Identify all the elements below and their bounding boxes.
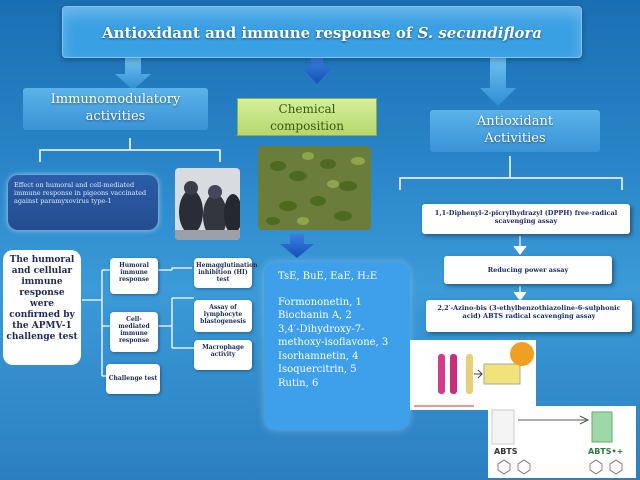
immune-summary-text: The humoral and cellular immune response… xyxy=(6,255,78,342)
tree-main xyxy=(82,269,110,377)
abts-label: 2,2′-Azino-bis (3-ethylbenzothiazoline-6… xyxy=(437,304,621,320)
reducing-label: Reducing power assay xyxy=(487,266,569,274)
arrow-title-immuno xyxy=(115,58,151,90)
bracket-anti xyxy=(399,156,623,190)
challenge-label: Challenge test xyxy=(108,375,158,382)
header-chem-line1: Chemical xyxy=(278,102,336,116)
immune-summary-box: The humoral and cellular immune response… xyxy=(3,250,81,365)
dpph-label: 1,1-Diphenyl-2-picrylhydrazyl (DPPH) fre… xyxy=(434,209,618,225)
cell-mediated-box: Cell-mediated immune response xyxy=(110,312,158,352)
arrow-title-anti xyxy=(480,58,516,106)
header-immuno-line2: activities xyxy=(85,109,146,124)
header-chemical: Chemical composition xyxy=(237,98,377,136)
abts-reaction-image: ABTS ABTS•+ xyxy=(488,406,636,478)
macrophage-label: Macrophage activity xyxy=(202,344,244,358)
dpph-assay-box: 1,1-Diphenyl-2-picrylhydrazyl (DPPH) fre… xyxy=(422,204,630,234)
abts-assay-box: 2,2′-Azino-bis (3-ethylbenzothiazoline-6… xyxy=(426,300,632,332)
humoral-label: Humoral immune response xyxy=(118,262,150,283)
compound-item: Biochanin A, 2 xyxy=(278,310,352,321)
compound-item: Isorhamnetin, 4 xyxy=(278,350,359,362)
macrophage-box: Macrophage activity xyxy=(194,340,252,370)
title-main: Antioxidant and immune response of xyxy=(101,24,418,42)
header-anti-line1: Antioxidant xyxy=(476,114,554,129)
hi-test-box: Hemagglutination inhibition (HI) test xyxy=(194,258,257,288)
bracket-immuno xyxy=(39,138,221,162)
header-immuno-line1: Immunomodulatory xyxy=(50,92,181,107)
abts-label-text: ABTS xyxy=(494,447,518,456)
arrow-chem-down xyxy=(280,234,314,258)
arrow-dpph-reducing xyxy=(513,236,527,255)
pigeons-image xyxy=(175,168,240,240)
compound-list-box: TsE, BuE, EaE, H₂E Formononetin, 1 Bioch… xyxy=(264,262,410,430)
humoral-box: Humoral immune response xyxy=(110,258,158,294)
compound-item: Rutin, 6 xyxy=(278,377,319,389)
challenge-box: Challenge test xyxy=(106,364,160,394)
cell-mediated-label: Cell-mediated immune response xyxy=(118,316,150,344)
hi-test-label: Hemagglutination inhibition (HI) test xyxy=(196,262,258,283)
header-antioxidant: Antioxidant Activities xyxy=(430,110,600,152)
arrow-title-chem xyxy=(302,58,332,84)
title-species: S. secundiflora xyxy=(417,24,543,42)
lymphocyte-label: Assay of lymphocyte blastogenesis xyxy=(200,304,246,325)
compound-item: Formononetin, 1 xyxy=(278,296,362,308)
compound-item: Isoquercitrin, 5 xyxy=(278,364,357,375)
diagram-title: Antioxidant and immune response of S. se… xyxy=(62,6,582,58)
immuno-effect-text: Effect on humoral and cell-mediated immu… xyxy=(14,181,147,205)
arrow-reducing-abts xyxy=(513,286,527,301)
header-chem-line2: composition xyxy=(270,119,344,133)
compound-item: 3,4′-Dihydroxy-7-methoxy-isoflavone, 3 xyxy=(278,323,389,349)
plant-image xyxy=(258,146,371,230)
lymphocyte-box: Assay of lymphocyte blastogenesis xyxy=(194,300,252,332)
header-anti-line2: Activities xyxy=(484,131,546,146)
immuno-effect-box: Effect on humoral and cell-mediated immu… xyxy=(8,175,158,230)
abts-radical-text: ABTS•+ xyxy=(588,447,623,456)
tree-sub xyxy=(158,267,194,349)
reducing-power-box: Reducing power assay xyxy=(444,256,612,284)
header-immunomodulatory: Immunomodulatory activities xyxy=(23,88,208,130)
extracts-line: TsE, BuE, EaE, H₂E xyxy=(278,271,378,282)
dpph-assay-image xyxy=(410,340,536,410)
